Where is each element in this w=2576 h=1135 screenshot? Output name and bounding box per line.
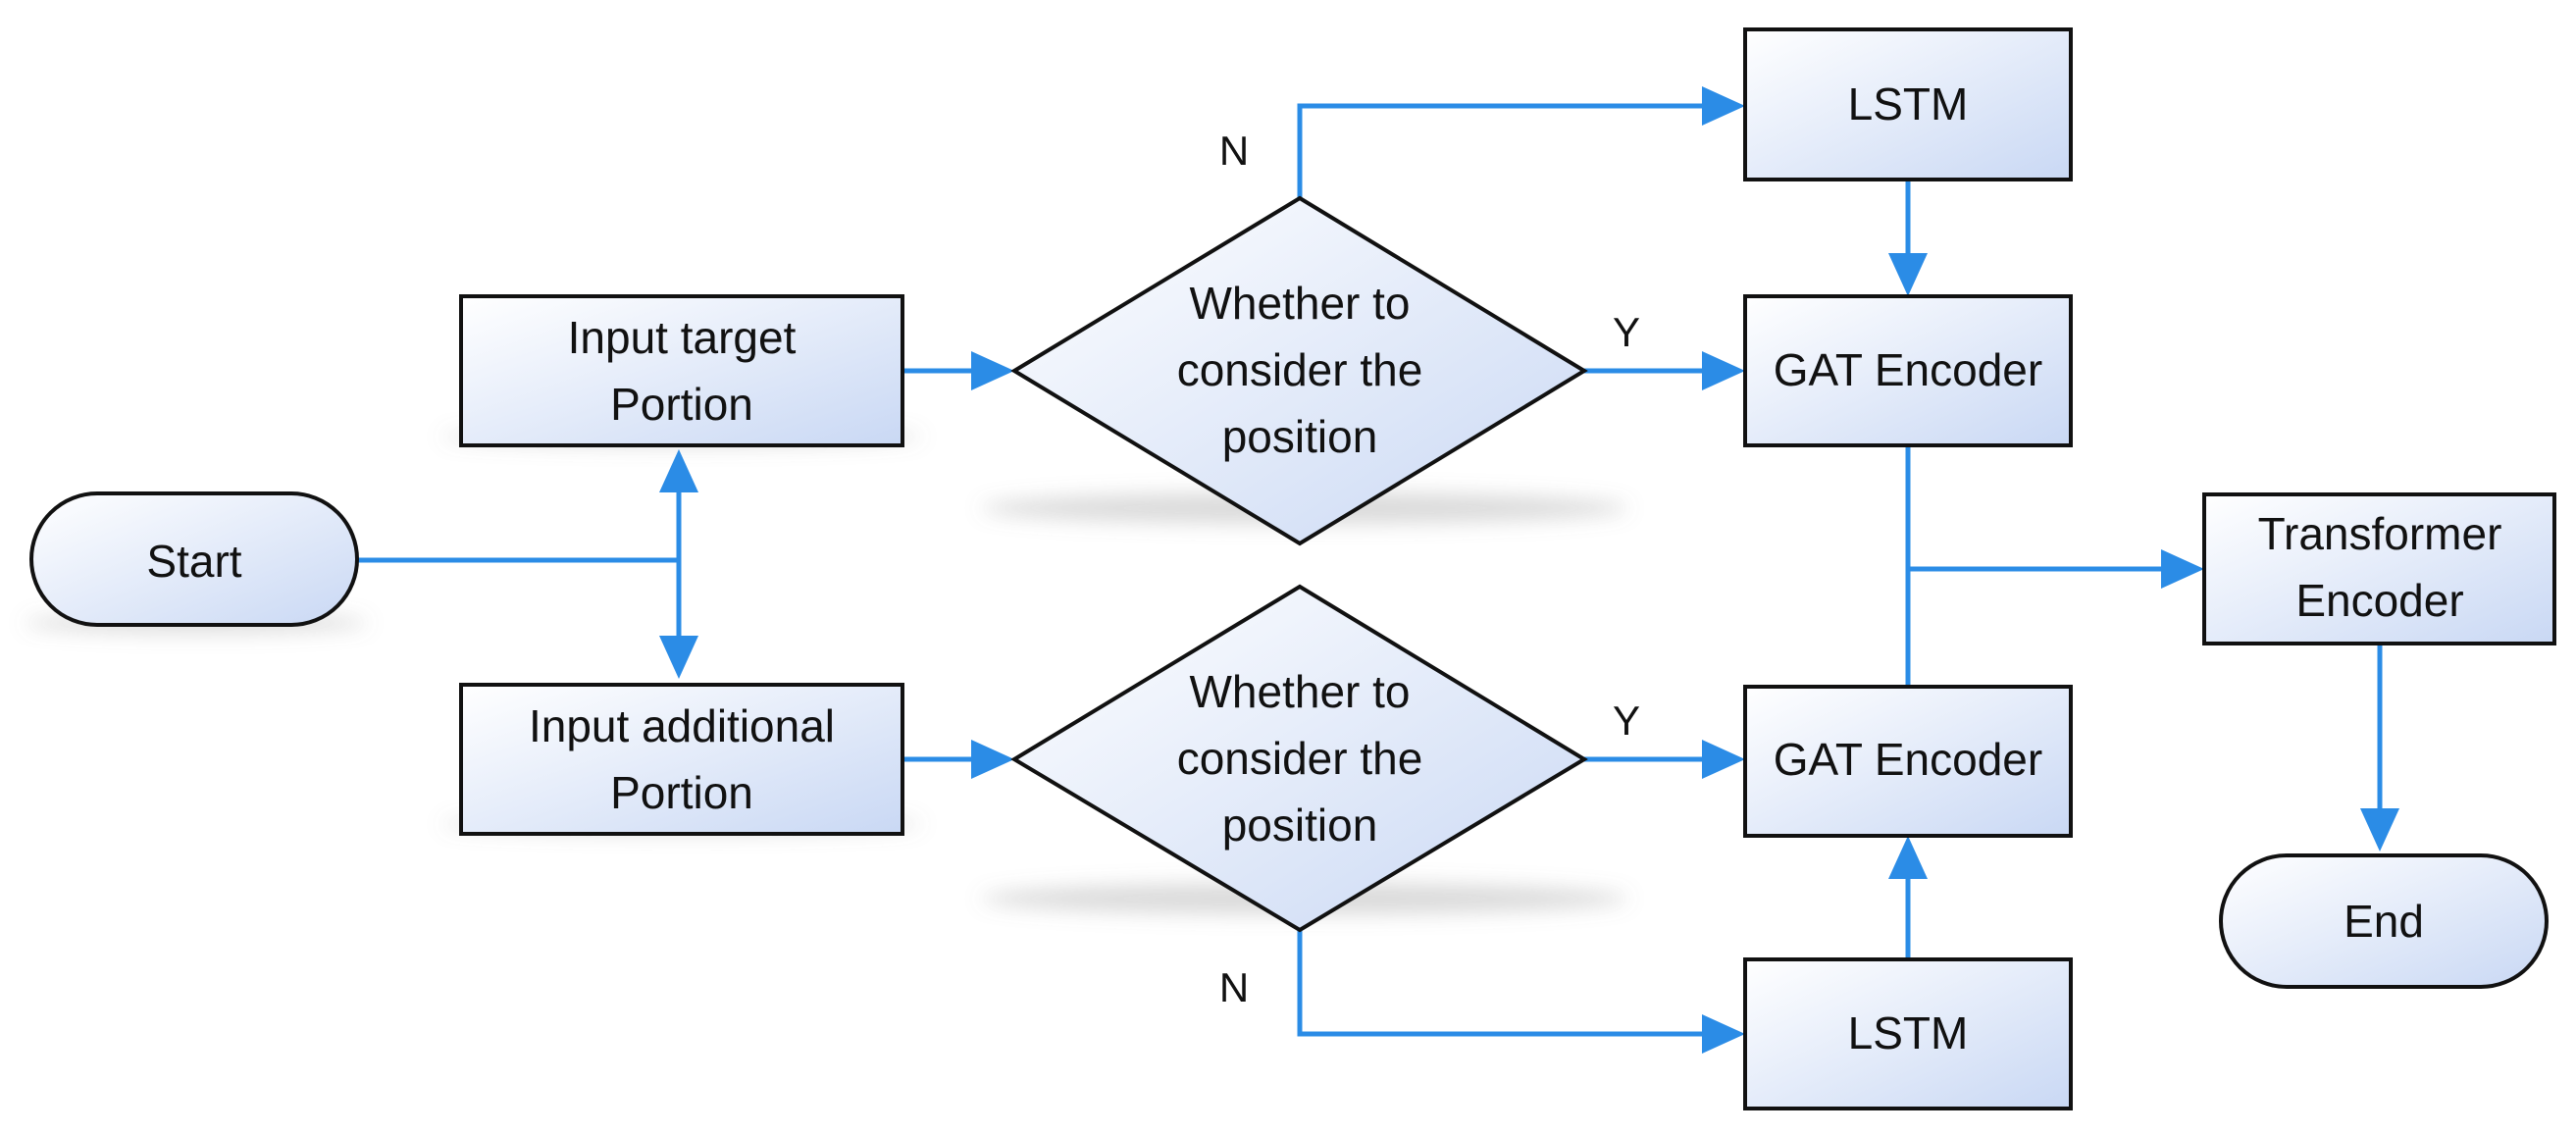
arrowhead-up-gat-bottom — [1888, 836, 1928, 879]
decision-top-label-line-1: Whether to — [1190, 278, 1411, 329]
arrowhead-lstm-top — [1702, 86, 1745, 126]
arrowhead-down-gat-top — [1888, 253, 1928, 296]
input-target-node: Input target Portion — [459, 294, 904, 447]
connector-decision-bottom-no — [1297, 930, 1702, 1037]
gat-encoder-top-label: GAT Encoder — [1774, 344, 2042, 395]
arrowhead-lstm-bottom — [1702, 1014, 1745, 1054]
arrowhead-up-input-target — [659, 449, 698, 492]
decision-bottom-node: Whether to consider the position — [1010, 584, 1588, 933]
arrowhead-gat-bottom — [1702, 740, 1745, 779]
transformer-encoder-node: Transformer Encoder — [2202, 492, 2556, 645]
branch-label-bottom-yes: Y — [1613, 697, 1640, 744]
arrowhead-decision-top — [971, 351, 1014, 390]
lstm-top-node: LSTM — [1743, 27, 2073, 181]
decision-bottom-label-line-1: Whether to — [1190, 666, 1411, 717]
transformer-label-line-1: Transformer — [2258, 508, 2502, 559]
decision-top-label-line-3: position — [1222, 411, 1378, 462]
arrowhead-end — [2360, 808, 2399, 851]
input-additional-node: Input additional Portion — [459, 683, 904, 836]
arrowhead-decision-bottom — [971, 740, 1014, 779]
branch-label-top-no: N — [1219, 128, 1249, 174]
gat-encoder-bottom-node: GAT Encoder — [1743, 685, 2073, 838]
decision-top-node: Whether to consider the position — [1010, 195, 1588, 546]
lstm-top-label: LSTM — [1848, 78, 1969, 129]
connectors — [357, 86, 2399, 1054]
branch-label-bottom-no: N — [1219, 964, 1249, 1010]
decision-bottom-label-line-3: position — [1222, 800, 1378, 851]
end-node: End — [2219, 853, 2549, 989]
connector-decision-top-no — [1297, 103, 1702, 198]
branch-label-top-yes: Y — [1613, 309, 1640, 355]
end-label: End — [2344, 896, 2424, 947]
input-target-label-line-1: Input target — [568, 312, 797, 363]
input-additional-label-line-2: Portion — [610, 767, 753, 818]
lstm-bottom-label: LSTM — [1848, 1007, 1969, 1058]
arrowhead-transformer — [2161, 549, 2204, 589]
gat-encoder-bottom-label: GAT Encoder — [1774, 734, 2042, 785]
start-label: Start — [146, 536, 241, 587]
input-target-label-line-2: Portion — [610, 379, 753, 430]
decision-bottom-label-line-2: consider the — [1177, 733, 1423, 784]
gat-encoder-top-node: GAT Encoder — [1743, 294, 2073, 447]
decision-top-label-line-2: consider the — [1177, 344, 1423, 395]
input-additional-label-line-1: Input additional — [529, 700, 835, 751]
arrowhead-gat-top — [1702, 351, 1745, 390]
transformer-label-line-2: Encoder — [2295, 575, 2463, 626]
arrowhead-down-input-additional — [659, 636, 698, 679]
lstm-bottom-node: LSTM — [1743, 957, 2073, 1110]
start-node: Start — [29, 491, 359, 627]
